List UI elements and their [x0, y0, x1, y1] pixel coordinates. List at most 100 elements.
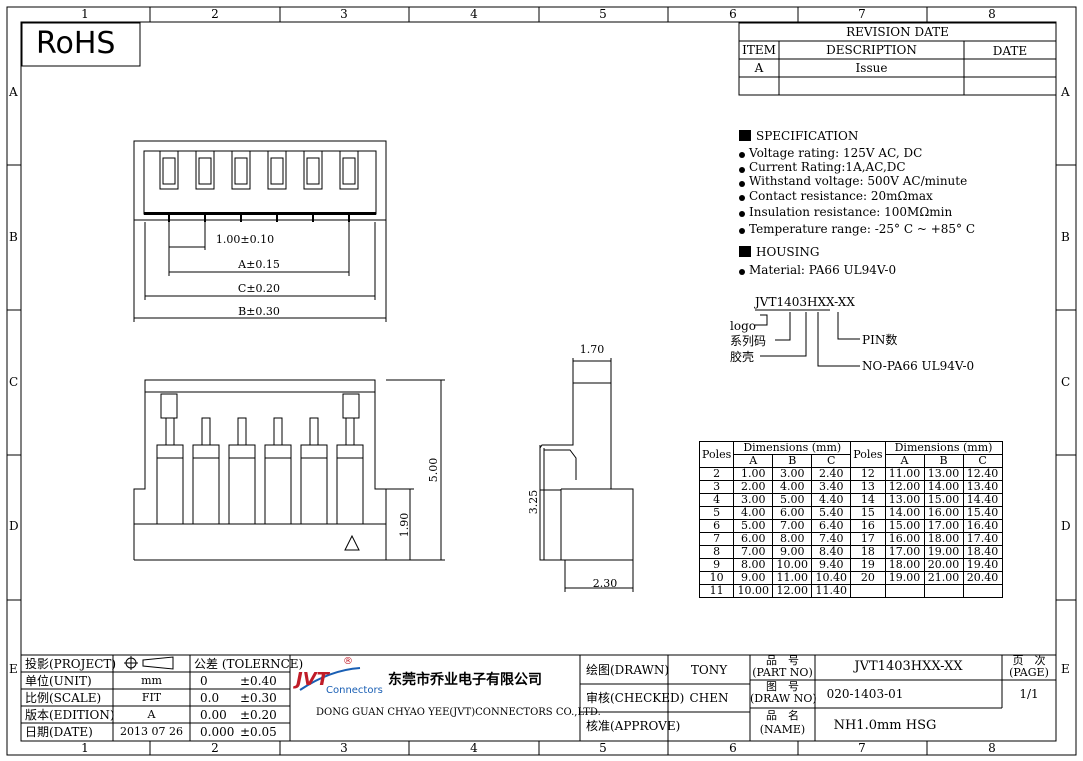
part-code-label-logo: logo [730, 319, 756, 333]
table-cell [850, 584, 886, 598]
grid-col-5-bottom: 5 [599, 741, 607, 755]
table-col-b-2: B [923, 454, 964, 468]
table-cell: 4.00 [733, 506, 774, 520]
table-cell: 9.40 [811, 558, 852, 572]
table-cell: 2.40 [811, 467, 852, 481]
table-cell: 12.00 [884, 480, 925, 494]
grid-row-a: A [9, 85, 18, 99]
table-cell: 2 [698, 467, 735, 481]
table-cell: 8.40 [811, 545, 852, 559]
revision-header-item: ITEM [742, 43, 776, 57]
top-view-pin-marks [168, 214, 350, 222]
table-cell: 14 [850, 493, 886, 507]
grid-col-1: 1 [81, 7, 89, 21]
grid-row-b-right: B [1061, 230, 1070, 244]
part-code-label-housing: 胶壳 [730, 350, 755, 364]
page-label-en: (PAGE) [1009, 666, 1049, 679]
scale-value: FIT [141, 691, 162, 704]
checked-value: CHEN [689, 691, 729, 705]
table-col-a: A [733, 454, 774, 468]
part-no-value: JVT1403HXX-XX [854, 659, 963, 674]
side-view [539, 358, 634, 592]
grid-col-7-bottom: 7 [858, 741, 866, 755]
revision-row-description: Issue [855, 61, 888, 75]
table-cell: 4.40 [811, 493, 852, 507]
project-label: 投影(PROJECT) [25, 657, 117, 671]
spec-item: Withstand voltage: 500V AC/minute [749, 174, 968, 188]
company-name-en: DONG GUAN CHYAO YEE(JVT)CONNECTORS CO.,L… [316, 707, 601, 718]
edition-label: 版本(EDITION) [25, 708, 115, 722]
inner-border [20, 21, 1057, 742]
grid-row-d-right: D [1061, 519, 1071, 533]
table-cell: 5.40 [811, 506, 852, 520]
table-cell: 20.40 [962, 571, 1003, 585]
table-cell: 7.40 [811, 532, 852, 546]
table-cell: 8.00 [772, 532, 813, 546]
table-cell: 11.40 [811, 584, 852, 598]
dimension-table: Poles Dimensions (mm) Poles Dimensions (… [698, 441, 1003, 598]
table-cell: 18.00 [923, 532, 964, 546]
table-cell: 4.00 [772, 480, 813, 494]
grid-row-b: B [9, 230, 18, 244]
table-cell: 18.00 [884, 558, 925, 572]
grid-col-1-bottom: 1 [81, 741, 89, 755]
drawn-label: 绘图(DRAWN) [586, 663, 670, 677]
grid-row-a-right: A [1061, 85, 1070, 99]
table-cell: 2.00 [733, 480, 774, 494]
draw-no-label-cn: 图 号 [766, 680, 799, 693]
table-cell: 13 [850, 480, 886, 494]
dim-a: A±0.15 [238, 258, 280, 271]
table-cell: 17.40 [962, 532, 1003, 546]
spec-item: Insulation resistance: 100MΩmin [749, 205, 953, 219]
scale-label: 比例(SCALE) [25, 691, 102, 705]
grid-col-8-bottom: 8 [988, 741, 996, 755]
tolerance-digits: 0.000 [200, 725, 235, 739]
grid-col-2: 2 [211, 7, 219, 21]
approve-label: 核准(APPROVE) [586, 719, 681, 733]
spec-item: Voltage rating: 125V AC, DC [749, 146, 923, 160]
table-cell: 4 [698, 493, 735, 507]
table-cell: 19.00 [923, 545, 964, 559]
revision-row-item: A [754, 61, 764, 75]
housing-heading: HOUSING [756, 245, 820, 259]
table-cell: 12.00 [772, 584, 813, 598]
table-header-poles: Poles [698, 441, 735, 468]
table-cell: 13.40 [962, 480, 1003, 494]
table-cell: 7.00 [772, 519, 813, 533]
rohs-mark: RoHS [36, 26, 116, 61]
table-cell: 15.00 [884, 519, 925, 533]
table-cell: 18 [850, 545, 886, 559]
dim-b: B±0.30 [238, 305, 280, 318]
grid-col-4: 4 [470, 7, 478, 21]
table-cell [884, 584, 925, 598]
grid-col-2-bottom: 2 [211, 741, 219, 755]
table-col-a-2: A [884, 454, 925, 468]
table-cell: 9 [698, 558, 735, 572]
part-code-leaders [755, 309, 860, 367]
grid-ticks [7, 7, 1076, 755]
company-name-cn: 东莞市乔业电子有限公司 [388, 672, 542, 688]
table-cell: 10.00 [772, 558, 813, 572]
table-header-dimensions-2: Dimensions (mm) [884, 441, 1003, 455]
dim-front-lower: 1.90 [398, 512, 411, 538]
edition-value: A [147, 708, 156, 721]
date-value: 2013 07 26 [120, 725, 183, 738]
top-view [133, 140, 387, 322]
table-cell: 16 [850, 519, 886, 533]
table-cell: 19 [850, 558, 886, 572]
table-cell: 3.00 [772, 467, 813, 481]
part-code-material-label: NO-PA66 UL94V-0 [862, 359, 975, 373]
table-cell [923, 584, 964, 598]
table-col-c: C [811, 454, 852, 468]
table-header-poles-2: Poles [850, 441, 886, 468]
tolerance-value: ±0.40 [240, 674, 277, 688]
table-cell: 7 [698, 532, 735, 546]
